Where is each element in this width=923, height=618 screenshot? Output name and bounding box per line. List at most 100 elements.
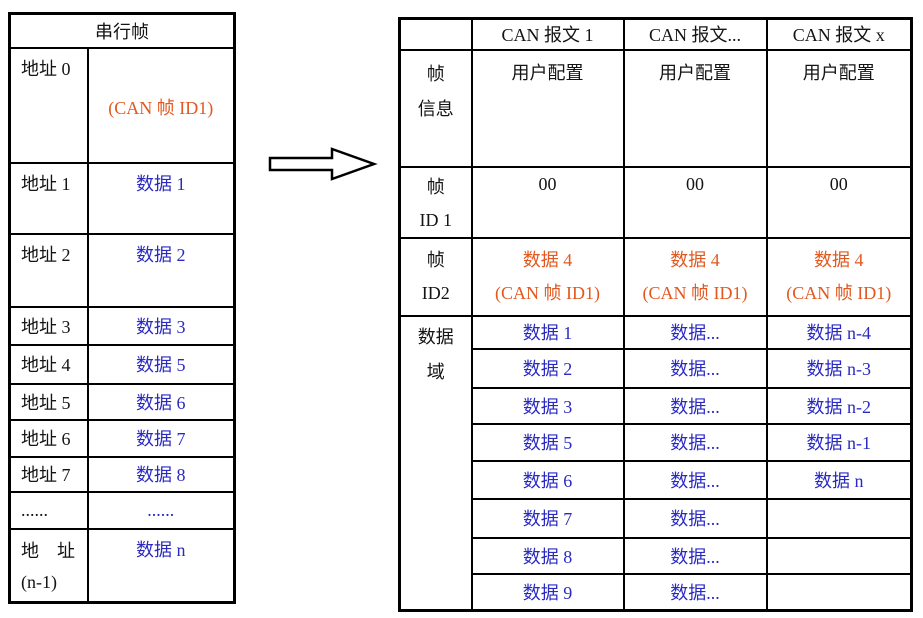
frame-id2-line: (CAN 帧 ID1) (495, 282, 600, 303)
address-cell: 地址 4 (8, 343, 89, 385)
data-cell: 数据... (622, 497, 768, 539)
row-label-frame-info: 帧 信息 (398, 48, 473, 168)
address-cell: 地址 6 (8, 418, 89, 458)
table-row: 地址 7 数据 8 (8, 455, 236, 493)
frame-id2-line: 数据 4 (522, 249, 573, 270)
frame-id2-cell: 数据 4 (CAN 帧 ID1) (765, 236, 913, 317)
address-cell: 地址 0 (8, 46, 89, 164)
frame-id1-cell: 00 (470, 165, 625, 239)
data-cell: 数据... (622, 347, 768, 389)
frame-id2-line: 数据 4 (670, 249, 720, 270)
data-row: 数据 5 数据... 数据 n-1 (400, 422, 913, 462)
data-cell: 数据... (622, 386, 768, 425)
data-cell: 数据... (622, 536, 768, 575)
data-cell: 数据 6 (86, 382, 236, 421)
data-row: 数据 9 数据... (400, 572, 913, 612)
table-row: 地址 2 数据 2 (8, 232, 236, 308)
table-row: 地址 4 数据 5 (8, 343, 236, 385)
row-label-line: ID2 (421, 282, 450, 303)
can-column-header: CAN 报文 x (765, 17, 913, 51)
data-cell: 数据 2 (470, 347, 625, 389)
row-label-frame-id2: 帧 ID2 (398, 236, 473, 317)
row-label-line: 域 (426, 361, 445, 382)
data-cell: 数据... (622, 314, 768, 350)
can-column-header: CAN 报文 1 (470, 17, 625, 51)
data-row: 数据 域 数据 1 数据... 数据 n-4 (398, 314, 913, 612)
row-label-line: 数据 (417, 326, 454, 347)
table-row: 地址 0 (CAN 帧 ID1) (8, 46, 236, 164)
can-message-table: CAN 报文 1 CAN 报文... CAN 报文 x 帧 信息 用户配置 用户… (398, 17, 913, 612)
data-cell: 数据 n (86, 527, 236, 604)
ellipsis-cell: ...... (86, 490, 236, 530)
ellipsis-cell: ...... (8, 490, 89, 530)
data-cell: 数据 7 (86, 418, 236, 458)
header-row: CAN 报文 1 CAN 报文... CAN 报文 x (398, 17, 913, 51)
data-cell: 数据 2 (86, 232, 236, 308)
serial-frame-title: 串行帧 (8, 12, 236, 49)
data-cell: 数据 n-3 (765, 347, 913, 389)
data-cell: 数据... (622, 572, 768, 612)
address-cell: 地址 1 (8, 161, 89, 235)
address-line: 地 址 (21, 540, 75, 561)
frame-id2-row: 帧 ID2 数据 4 (CAN 帧 ID1) 数据 4 (CAN 帧 ID1) … (398, 236, 913, 317)
data-cell: 数据 n-1 (765, 422, 913, 462)
data-cell: 数据... (622, 459, 768, 500)
transform-arrow-icon (266, 146, 378, 182)
data-row: 数据 3 数据... 数据 n-2 (400, 386, 913, 425)
address-cell: 地址 2 (8, 232, 89, 308)
data-cell: 数据 3 (470, 386, 625, 425)
corner-cell (398, 17, 473, 51)
frame-id2-cell: 数据 4 (CAN 帧 ID1) (622, 236, 768, 317)
frame-id2-line: 数据 4 (814, 249, 864, 270)
row-label-frame-id1: 帧 ID 1 (398, 165, 473, 239)
data-cell: 数据 n-4 (765, 314, 913, 350)
serial-frame-table: 串行帧 地址 0 (CAN 帧 ID1) 地址 1 数据 1 地址 2 数据 2… (8, 12, 236, 604)
row-label-data-field: 数据 域 (398, 314, 473, 612)
data-cell: 数据 8 (86, 455, 236, 493)
table-row: ...... ...... (8, 490, 236, 530)
data-row: 数据 2 数据... 数据 n-3 (400, 347, 913, 389)
table-row: 地址 1 数据 1 (8, 161, 236, 235)
frame-info-cell: 用户配置 (470, 48, 625, 168)
data-cell: 数据 8 (470, 536, 625, 575)
row-label-line: 帧 (426, 176, 445, 197)
data-cell: 数据 3 (86, 305, 236, 346)
address-cell: 地址 3 (8, 305, 89, 346)
table-row: 地址 5 数据 6 (8, 382, 236, 421)
row-label-line: 帧 (426, 249, 445, 270)
data-cell: 数据 n (765, 459, 913, 500)
row-label-line: 信息 (417, 98, 454, 119)
address-cell: 地 址 (n-1) (8, 527, 89, 604)
data-cell (765, 572, 913, 612)
data-cell: 数据 5 (86, 343, 236, 385)
row-label-line: 帧 (426, 63, 445, 84)
frame-id2-cell: 数据 4 (CAN 帧 ID1) (470, 236, 625, 317)
address-cell: 地址 5 (8, 382, 89, 421)
frame-id1-row: 帧 ID 1 00 00 00 (398, 165, 913, 239)
data-cell: 数据 1 (86, 161, 236, 235)
data-cell: 数据 9 (470, 572, 625, 612)
data-row: 数据 7 数据... (400, 497, 913, 539)
data-cell (765, 497, 913, 539)
data-cell: 数据... (622, 422, 768, 462)
table-row: 地址 6 数据 7 (8, 418, 236, 458)
data-cell: (CAN 帧 ID1) (86, 46, 236, 164)
table-row: 串行帧 (8, 12, 236, 49)
data-cell: 数据 n-2 (765, 386, 913, 425)
data-cell (765, 536, 913, 575)
data-cell: 数据 7 (470, 497, 625, 539)
can-column-header: CAN 报文... (622, 17, 768, 51)
data-cell: 数据 6 (470, 459, 625, 500)
frame-info-cell: 用户配置 (622, 48, 768, 168)
frame-id2-line: (CAN 帧 ID1) (786, 282, 892, 303)
data-cell: 数据 1 (470, 314, 625, 350)
frame-id1-cell: 00 (765, 165, 913, 239)
data-row: 数据 8 数据... (400, 536, 913, 575)
address-cell: 地址 7 (8, 455, 89, 493)
frame-info-row: 帧 信息 用户配置 用户配置 用户配置 (398, 48, 913, 168)
table-row: 地 址 (n-1) 数据 n (8, 527, 236, 604)
data-cell: 数据 5 (470, 422, 625, 462)
table-row: 地址 3 数据 3 (8, 305, 236, 346)
frame-id2-line: (CAN 帧 ID1) (642, 282, 748, 303)
